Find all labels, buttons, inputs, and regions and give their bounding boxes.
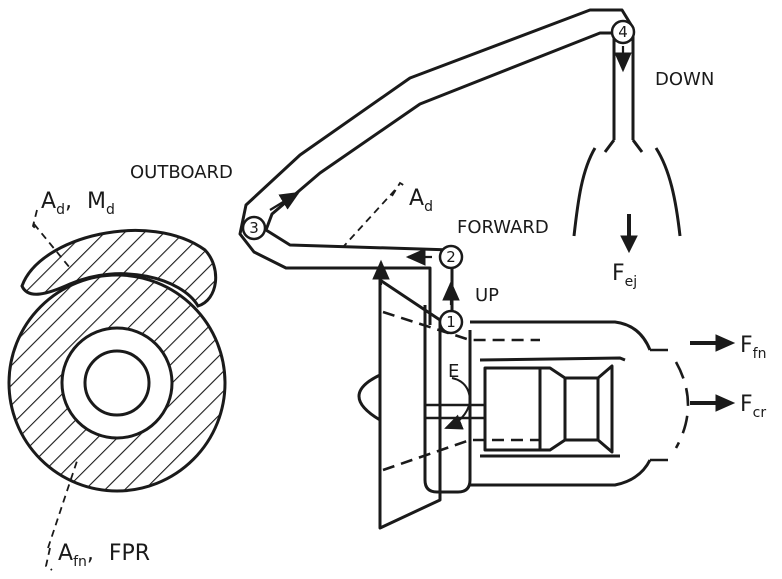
afn-fpr-leader: [44, 457, 79, 571]
ejector-duct: [238, 8, 635, 325]
nacelle-upper: [470, 320, 652, 351]
station-3-marker: [241, 215, 267, 241]
core-engine: [483, 364, 614, 454]
duct-ad-label: Ad: [409, 186, 433, 215]
e-label: E: [448, 361, 459, 382]
outboard-flow-arrow: [269, 191, 300, 211]
station-4-marker: [610, 19, 636, 45]
offtake-frame: [423, 305, 472, 494]
rotation-arrow: [444, 377, 472, 430]
spinner: [357, 373, 381, 422]
ffn-arrow: [715, 334, 736, 352]
station-3-label: 3: [249, 219, 259, 237]
station-2-label: 2: [446, 248, 456, 266]
core-upper: [479, 356, 626, 362]
outboard-label: OUTBOARD: [130, 162, 233, 183]
fan-cross-section: [7, 273, 227, 493]
thrust-arrows: [620, 214, 736, 412]
ejector-nozzle: [603, 139, 644, 153]
down-label: DOWN: [655, 69, 714, 90]
fan-hub-inner: [83, 349, 151, 417]
duct-ad-leader: [343, 181, 406, 247]
flow-arrows: [269, 46, 632, 305]
up-label: UP: [475, 285, 499, 306]
inlet-cowl: [378, 278, 442, 530]
ffn-label: Ffn: [740, 333, 766, 362]
afn-fpr-label: Afn, FPR: [58, 541, 150, 570]
fcr-arrow: [715, 394, 736, 412]
fej-label: Fej: [612, 261, 637, 290]
station-markers: 1 2 3 4: [241, 19, 636, 335]
station-4-label: 4: [618, 23, 628, 41]
station-1-marker: [438, 309, 464, 335]
ad-md-label: Ad, Md: [41, 189, 115, 218]
internal-dashes: [382, 310, 690, 472]
station-2-marker: [438, 244, 464, 270]
nacelle-lower: [470, 459, 652, 487]
ejector-shroud-right: [654, 147, 682, 237]
forward-label: FORWARD: [457, 217, 549, 238]
ejector-shroud-left: [572, 147, 597, 237]
ad-md-leader: [32, 209, 71, 269]
fcr-label: Fcr: [740, 392, 766, 421]
fej-arrow: [620, 235, 638, 254]
duct-cross-section: [20, 229, 218, 308]
station-1-label: 1: [446, 313, 456, 331]
